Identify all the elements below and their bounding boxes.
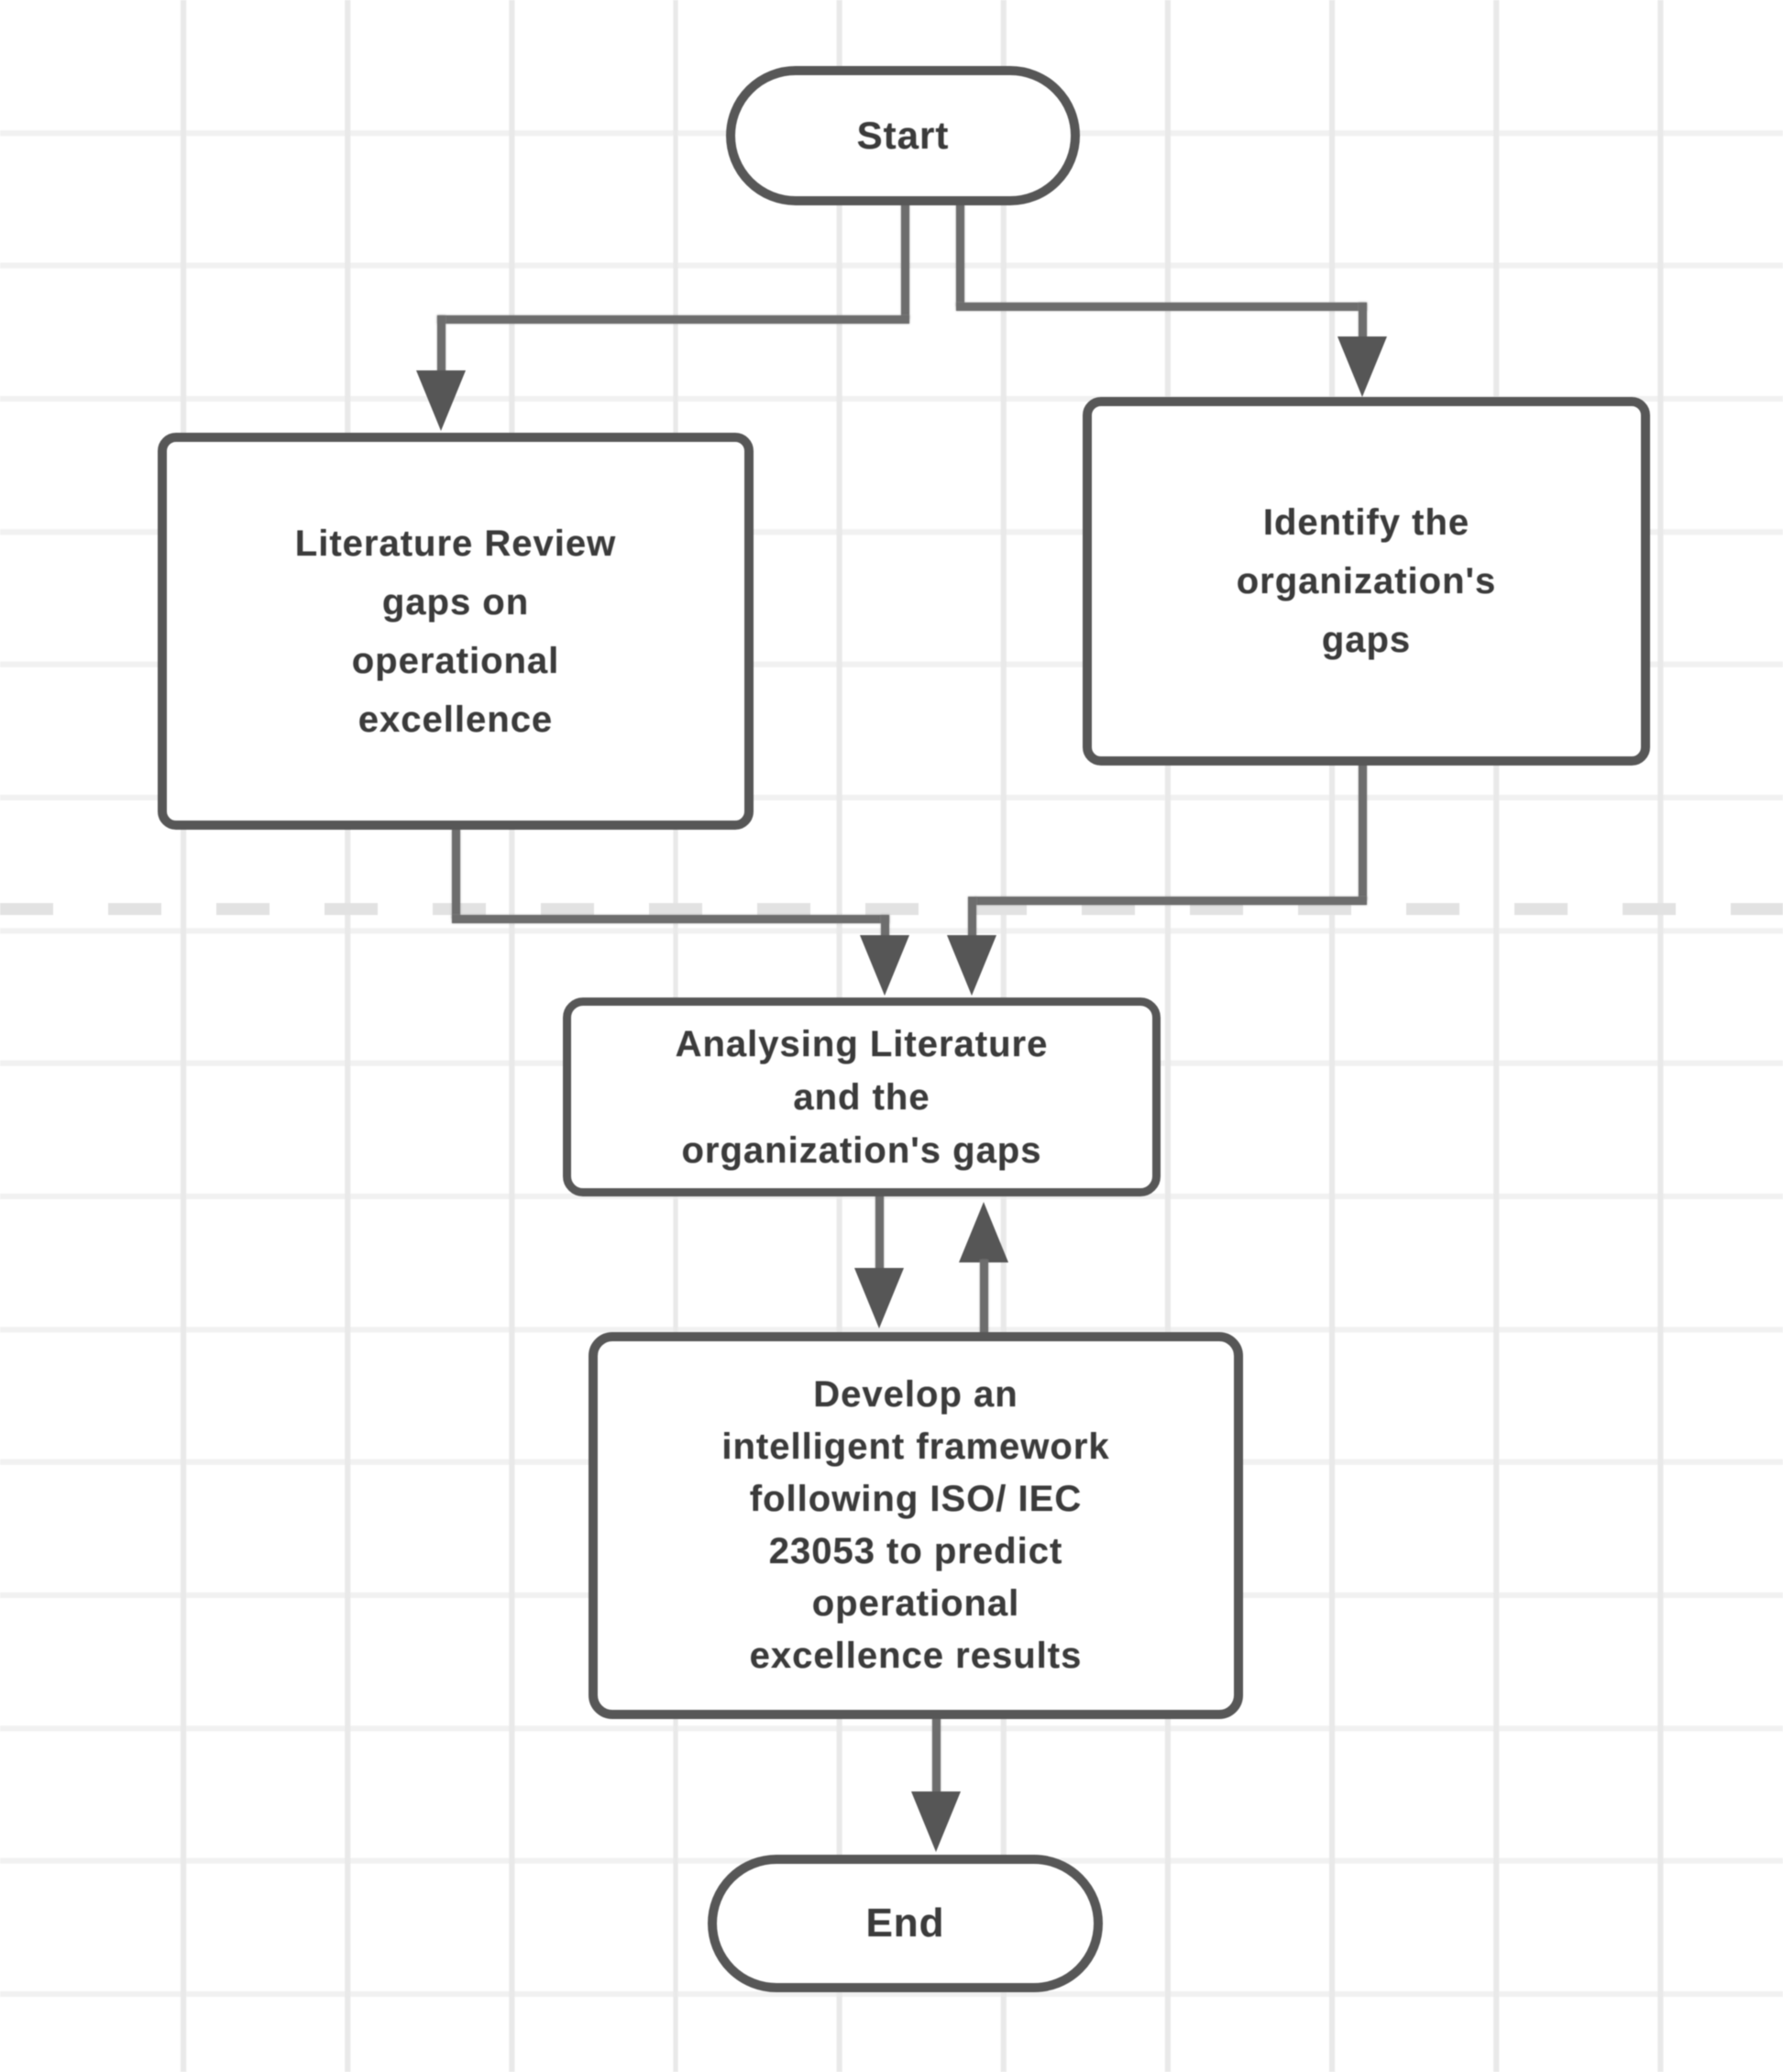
connector-segment (956, 200, 964, 306)
arrowhead-down-icon (416, 370, 466, 431)
arrowhead-up-icon (959, 1202, 1008, 1262)
connector-segment (956, 303, 1367, 311)
page-divider-dashed-line (0, 903, 1783, 915)
arrowhead-down-icon (911, 1791, 961, 1852)
connector-segment (968, 897, 976, 939)
connector-segment (875, 1195, 884, 1272)
node-label: Analysing Literature and the organizatio… (675, 1023, 1049, 1171)
arrowhead-down-icon (854, 1268, 904, 1328)
arrowhead-down-icon (860, 935, 909, 996)
node-start-terminator[interactable]: Start (726, 66, 1080, 205)
node-identify-gaps[interactable]: Identify the organization's gaps (1083, 397, 1650, 766)
node-develop-framework[interactable]: Develop an intelligent framework followi… (589, 1332, 1243, 1719)
connector-segment (452, 828, 460, 919)
connector-segment (1359, 764, 1367, 900)
node-label: Identify the organization's gaps (1236, 502, 1497, 660)
node-label: Literature Review gaps on operational ex… (294, 523, 617, 740)
node-analysing-gaps[interactable]: Analysing Literature and the organizatio… (563, 997, 1161, 1196)
connector-segment (452, 915, 889, 923)
node-label: Develop an intelligent framework followi… (721, 1374, 1110, 1676)
connector-segment (437, 315, 909, 324)
connector-segment (901, 200, 909, 319)
connector-segment (437, 315, 446, 372)
connector-segment (1359, 303, 1367, 339)
connector-segment (980, 1260, 988, 1334)
node-literature-review[interactable]: Literature Review gaps on operational ex… (158, 433, 754, 830)
node-end-terminator[interactable]: End (708, 1855, 1103, 1992)
arrowhead-down-icon (947, 935, 996, 996)
connector-segment (975, 897, 1367, 905)
connector-segment (932, 1717, 941, 1794)
node-label: Start (856, 114, 950, 157)
arrowhead-down-icon (1337, 336, 1387, 397)
connector-segment (881, 915, 889, 939)
node-label: End (865, 1901, 945, 1945)
